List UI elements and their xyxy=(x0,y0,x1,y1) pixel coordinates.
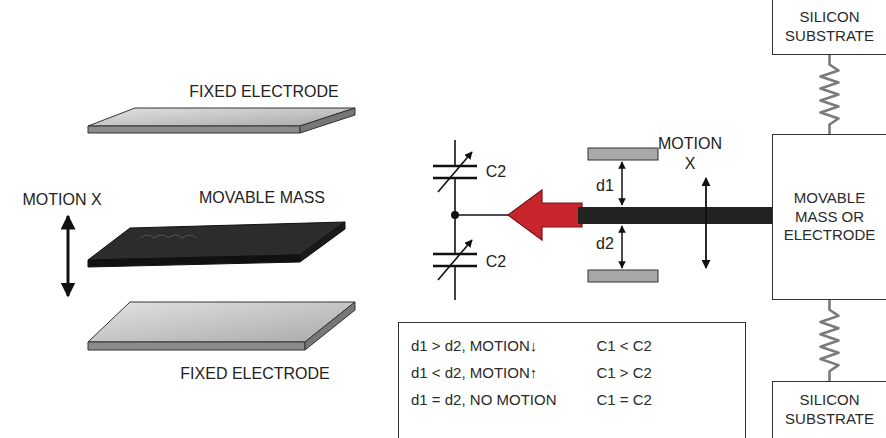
plate-edge xyxy=(88,126,300,133)
variable-arrow xyxy=(438,152,472,192)
motion-arrow xyxy=(67,216,70,296)
motion-label: MOTION X xyxy=(22,190,101,210)
capacitor-label: C2 xyxy=(486,252,506,272)
node-text: C1 = C2 xyxy=(596,391,651,410)
node-text: SILICON SUBSTRATE xyxy=(777,391,882,429)
part-label: FIXED ELECTRODE xyxy=(189,82,338,102)
surface-texture xyxy=(140,235,196,238)
gap-arrow xyxy=(621,162,623,205)
gap-label: d2 xyxy=(596,234,614,254)
node-text: MOVABLE MASS OR ELECTRODE xyxy=(777,189,882,245)
capacitor-symbol xyxy=(433,140,512,300)
red-arrow xyxy=(508,190,582,240)
plate-edge xyxy=(88,255,300,267)
mass-box: MOVABLE MASS OR ELECTRODE xyxy=(772,134,886,300)
wire xyxy=(454,266,456,300)
part-label: FIXED ELECTRODE xyxy=(180,364,329,384)
node-text: d1 = d2, NO MOTION xyxy=(411,391,556,410)
truth-table: d1 > d2, MOTION↓ C1 < C2 d1 < d2, MOTION↑ C… xyxy=(398,322,746,438)
node-text: C1 > C2 xyxy=(596,364,651,383)
fixed-plate xyxy=(588,270,658,282)
fixed-electrode-plate xyxy=(88,108,355,133)
junction-dot xyxy=(451,211,459,219)
plate-edge xyxy=(300,108,355,133)
fixed-plate xyxy=(588,148,658,160)
spring-connector xyxy=(821,300,839,381)
motion-label: MOTION X xyxy=(657,134,723,174)
motion-arrow xyxy=(705,178,707,268)
spring-connector xyxy=(821,55,839,134)
plate-edge xyxy=(88,342,305,350)
plate-edge xyxy=(300,222,345,262)
substrate-box: SILICON SUBSTRATE xyxy=(772,381,886,438)
variable-arrow xyxy=(438,240,472,280)
node-text: d1 < d2, MOTION↑ xyxy=(411,364,556,383)
gap-arrow xyxy=(621,226,623,268)
wire xyxy=(455,214,512,216)
node-text: C1 < C2 xyxy=(596,337,651,356)
part-label: MOVABLE MASS xyxy=(199,188,325,208)
movable-mass-plate xyxy=(88,222,345,267)
electrode-bar xyxy=(578,207,774,224)
gap-label: d1 xyxy=(596,176,614,196)
fixed-electrode-plate xyxy=(88,302,355,350)
substrate-box: SILICON SUBSTRATE xyxy=(772,0,886,55)
capacitor-plate xyxy=(433,165,477,167)
capacitor-label: C2 xyxy=(486,162,506,182)
plate-edge xyxy=(305,302,355,350)
node-text: SILICON SUBSTRATE xyxy=(777,8,882,46)
wire xyxy=(454,140,456,166)
node-text: d1 > d2, MOTION↓ xyxy=(411,337,556,356)
capacitor-plate xyxy=(433,253,477,255)
